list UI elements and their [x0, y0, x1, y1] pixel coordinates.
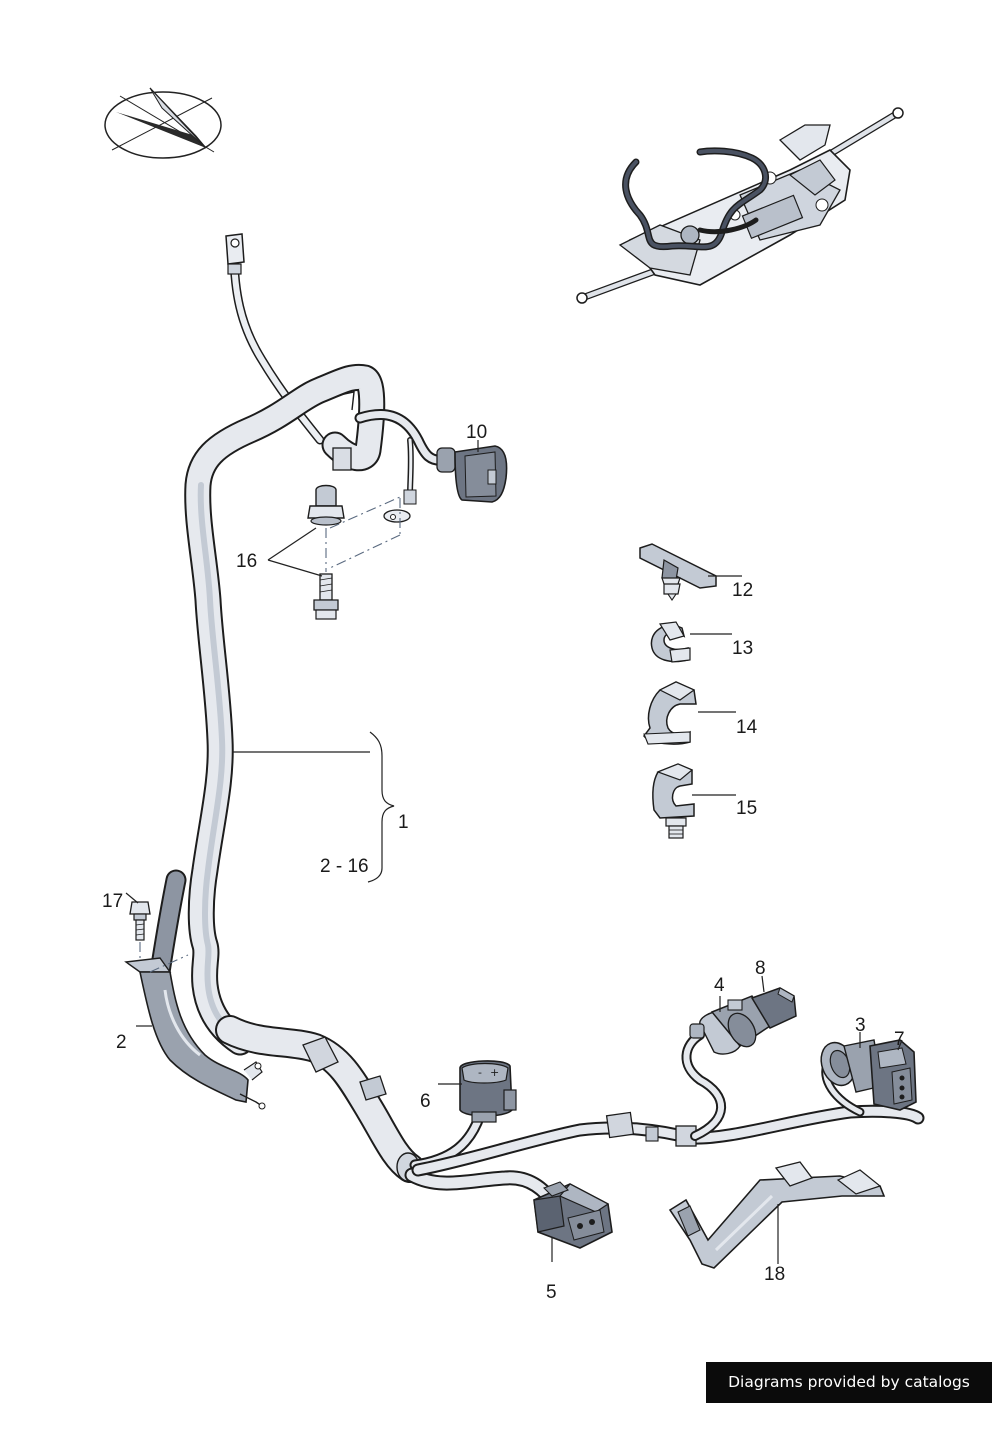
svg-text:+: +	[490, 1066, 499, 1079]
orientation-compass-icon	[104, 87, 222, 159]
callout-15: 15	[736, 798, 757, 819]
credit-banner: Diagrams provided by catalogs parts	[706, 1362, 992, 1432]
callout-6: 6	[420, 1091, 431, 1112]
callout-labels: 1 2 - 16 2 3 4 5 6 7 8 10 12 13 14 15 16…	[102, 422, 905, 1303]
connector-6: - +	[459, 1060, 517, 1123]
connector-10	[436, 445, 508, 503]
sensor-4	[689, 995, 772, 1055]
callout-1: 1	[398, 812, 409, 833]
callout-3: 3	[855, 1015, 866, 1036]
parts-diagram: - +	[102, 87, 925, 1303]
clip-12	[639, 543, 717, 601]
steering-rack-assembly	[576, 107, 904, 304]
bracket-18	[668, 1161, 886, 1269]
svg-text:-: -	[478, 1066, 482, 1079]
callout-5: 5	[546, 1282, 557, 1303]
callout-14: 14	[736, 717, 758, 738]
callout-7: 7	[894, 1029, 905, 1050]
clip-13	[650, 621, 691, 663]
clip-14	[643, 681, 697, 745]
callout-2: 2	[116, 1032, 127, 1053]
callout-16: 16	[236, 551, 257, 572]
bolt-17	[129, 901, 151, 960]
bracket-2	[124, 869, 266, 1110]
callout-1-range: 2 - 16	[320, 856, 369, 877]
connector-5	[533, 1181, 613, 1249]
callout-8: 8	[755, 958, 766, 979]
callout-18: 18	[764, 1264, 785, 1285]
callout-13: 13	[732, 638, 753, 659]
callout-17: 17	[102, 891, 123, 912]
connector-7	[869, 1039, 917, 1111]
clip-15	[652, 763, 695, 839]
callout-12: 12	[732, 580, 753, 601]
leader-lines	[125, 440, 903, 1264]
connector-8	[727, 987, 797, 1029]
main-wiring-harness	[184, 233, 925, 1213]
callout-10: 10	[466, 422, 487, 443]
callout-4: 4	[714, 975, 725, 996]
bolt-and-nut-16	[307, 484, 401, 620]
